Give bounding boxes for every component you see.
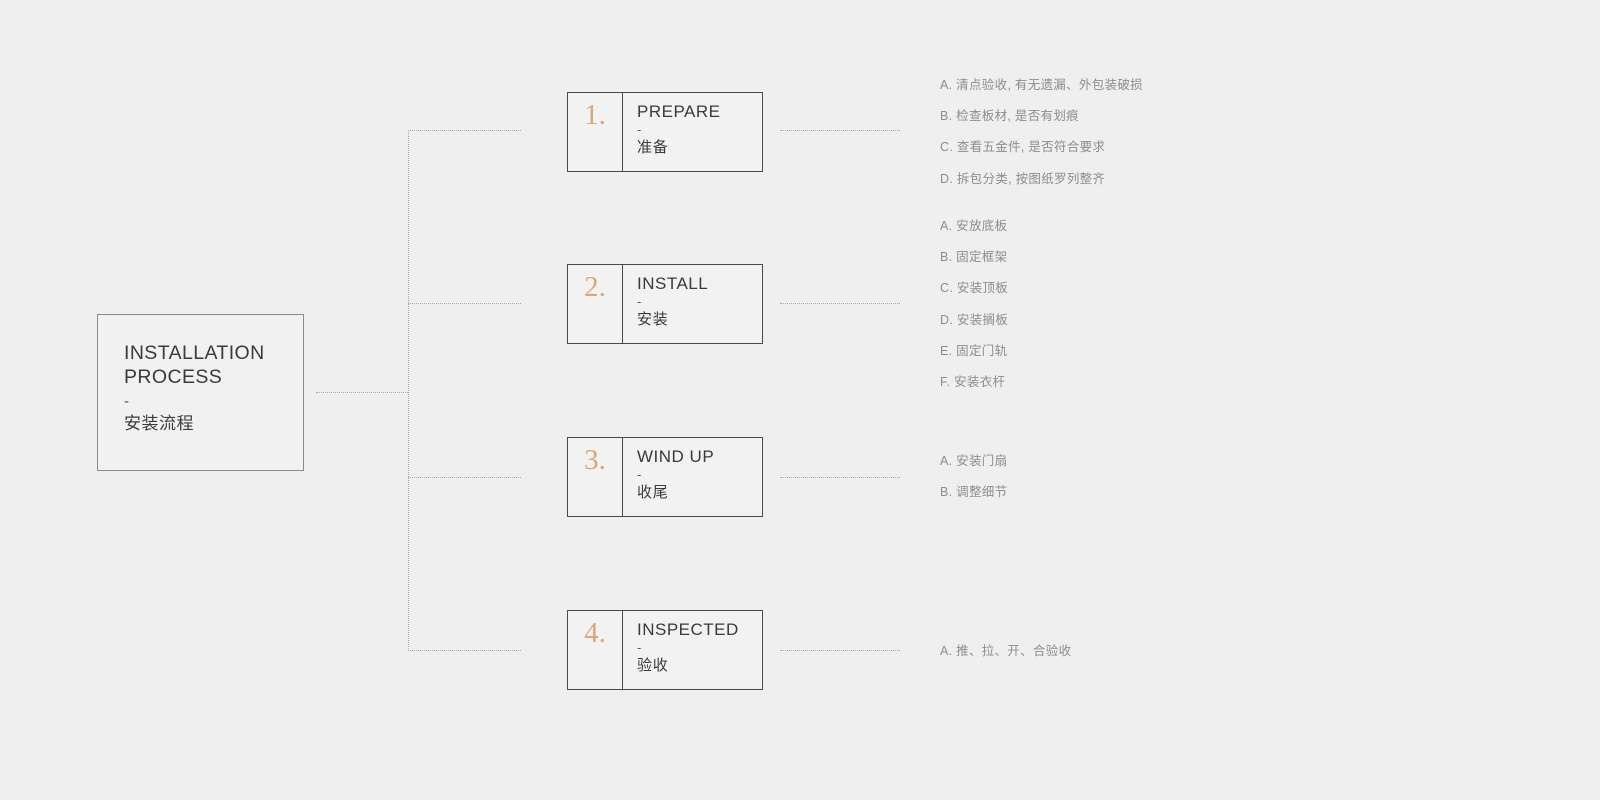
step-box-3-wind-up[interactable]: 3. WIND UP - 收尾 [567,437,763,517]
detail-list-step-1: A. 清点验收, 有无遗漏、外包装破损 B. 检查板材, 是否有划痕 C. 查看… [940,70,1143,195]
step-1-title-cn: 准备 [637,139,669,156]
step-3-number-cell: 3. [568,438,623,516]
connector-root-to-trunk [316,392,408,393]
list-item: B. 固定框架 [940,250,1008,265]
list-item: A. 清点验收, 有无遗漏、外包装破损 [940,78,1143,92]
connector-trunk-to-step-1 [408,130,521,131]
list-item: A. 推、拉、开、合验收 [940,644,1072,658]
list-item: D. 安装搁板 [940,312,1009,327]
list-item: D. 拆包分类, 按图纸罗列整齐 [940,171,1106,186]
step-1-number-cell: 1. [568,93,623,171]
step-3-text-cell: WIND UP - 收尾 [623,438,762,516]
list-item: E. 固定门轨 [940,343,1008,358]
connector-step-2-to-details [780,303,900,304]
step-4-number-cell: 4. [568,611,623,689]
step-1-divider-dash: - [637,122,642,137]
step-4-number: 4. [584,617,606,649]
step-4-text-cell: INSPECTED - 验收 [623,611,762,689]
list-item: A. 安放底板 [940,219,1008,233]
step-box-4-inspected[interactable]: 4. INSPECTED - 验收 [567,610,763,690]
step-box-2-install[interactable]: 2. INSTALL - 安装 [567,264,763,344]
connector-trunk-to-step-3 [408,477,521,478]
step-1-number: 1. [584,99,606,131]
detail-list-step-3: A. 安装门扇 B. 调整细节 [940,446,1007,508]
root-title-en: INSTALLATION PROCESS [124,342,265,388]
step-4-title-cn: 验收 [637,657,669,674]
list-item: F. 安装衣杆 [940,375,1006,390]
step-1-title-en: PREPARE [637,102,721,121]
step-2-title-cn: 安装 [637,311,669,328]
step-3-title-cn: 收尾 [637,484,669,501]
detail-list-step-2: A. 安放底板 B. 固定框架 C. 安装顶板 D. 安装搁板 E. 固定门轨 … [940,211,1008,398]
step-2-number: 2. [584,271,606,303]
connector-step-3-to-details [780,477,900,478]
list-item: C. 安装顶板 [940,281,1009,296]
connector-step-4-to-details [780,650,900,651]
connector-trunk-to-step-4 [408,650,521,651]
connector-trunk-vertical [408,130,409,651]
step-3-number: 3. [584,444,606,476]
step-1-text-cell: PREPARE - 准备 [623,93,762,171]
step-4-title-en: INSPECTED [637,620,739,639]
step-3-divider-dash: - [637,467,642,482]
step-box-1-prepare[interactable]: 1. PREPARE - 准备 [567,92,763,172]
step-2-text-cell: INSTALL - 安装 [623,265,762,343]
step-4-divider-dash: - [637,640,642,655]
detail-list-step-4: A. 推、拉、开、合验收 [940,636,1071,667]
root-title-cn: 安装流程 [124,414,194,433]
root-divider-dash: - [124,393,129,410]
list-item: C. 查看五金件, 是否符合要求 [940,140,1106,155]
root-node-installation-process[interactable]: INSTALLATION PROCESS - 安装流程 [97,314,304,471]
step-2-number-cell: 2. [568,265,623,343]
connector-trunk-to-step-2 [408,303,521,304]
list-item: B. 调整细节 [940,485,1008,500]
step-3-title-en: WIND UP [637,447,715,466]
connector-step-1-to-details [780,130,900,131]
step-2-title-en: INSTALL [637,274,709,293]
list-item: A. 安装门扇 [940,454,1008,468]
step-2-divider-dash: - [637,294,642,309]
list-item: B. 检查板材, 是否有划痕 [940,109,1079,124]
